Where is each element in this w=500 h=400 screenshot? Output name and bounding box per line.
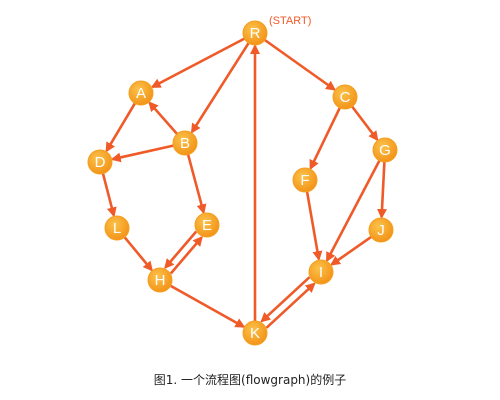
edge-f-to-i xyxy=(305,191,323,262)
node-circle xyxy=(308,259,334,285)
node-circle xyxy=(172,130,198,156)
node-label: D xyxy=(95,154,106,171)
edge-h-to-e xyxy=(169,235,203,275)
node-a: A xyxy=(128,80,154,106)
edge-d-to-l xyxy=(101,173,117,218)
edge-b-to-a xyxy=(148,101,179,135)
nodes-layer: R A B C D E F G H I J K L xyxy=(87,20,398,346)
edge-g-to-i xyxy=(325,159,381,263)
edge-e-to-h xyxy=(164,230,198,270)
node-circle xyxy=(242,320,268,346)
edge-h-to-k xyxy=(169,284,246,328)
node-j: J xyxy=(368,217,394,243)
edge-r-to-a xyxy=(150,37,246,89)
node-circle xyxy=(194,212,220,238)
edge-i-to-k xyxy=(260,276,311,323)
node-circle xyxy=(332,84,358,110)
node-i: I xyxy=(308,259,334,285)
node-label: A xyxy=(136,85,146,102)
node-label: L xyxy=(113,220,121,237)
node-label: B xyxy=(180,135,190,152)
node-c: C xyxy=(332,84,358,110)
node-circle xyxy=(128,80,154,106)
edge-g-to-j xyxy=(377,161,388,219)
node-e: E xyxy=(194,212,220,238)
edges-layer xyxy=(101,37,388,329)
node-b: B xyxy=(172,130,198,156)
node-label: K xyxy=(250,325,260,342)
node-label: R xyxy=(250,25,261,42)
node-circle xyxy=(242,20,268,46)
node-circle xyxy=(104,215,130,241)
edge-b-to-d xyxy=(110,144,174,163)
node-label: E xyxy=(202,217,212,234)
node-h: H xyxy=(147,267,173,293)
edge-c-to-f xyxy=(309,107,341,171)
node-g: G xyxy=(372,137,398,163)
edge-c-to-g xyxy=(351,105,379,142)
node-label: J xyxy=(377,222,385,239)
node-circle xyxy=(147,267,173,293)
node-circle xyxy=(292,167,318,193)
node-circle xyxy=(87,149,113,175)
node-label: H xyxy=(155,272,166,289)
node-f: F xyxy=(292,167,318,193)
node-circle xyxy=(368,217,394,243)
edge-a-to-d xyxy=(105,102,137,153)
figure-caption: 图1. 一个流程图(flowgraph)的例子 xyxy=(153,373,347,387)
edge-k-to-i xyxy=(265,282,316,329)
node-d: D xyxy=(87,149,113,175)
start-label: (START) xyxy=(269,15,311,27)
node-label: C xyxy=(340,89,351,106)
edge-l-to-h xyxy=(123,236,153,272)
edge-j-to-i xyxy=(330,235,372,266)
node-r: R xyxy=(242,20,268,46)
node-label: I xyxy=(319,264,323,281)
node-circle xyxy=(372,137,398,163)
edge-r-to-b xyxy=(190,42,250,134)
node-l: L xyxy=(104,215,130,241)
edge-b-to-e xyxy=(186,154,207,215)
edge-r-to-c xyxy=(264,38,337,91)
node-label: F xyxy=(300,172,309,189)
node-k: K xyxy=(242,320,268,346)
node-label: G xyxy=(379,142,391,159)
